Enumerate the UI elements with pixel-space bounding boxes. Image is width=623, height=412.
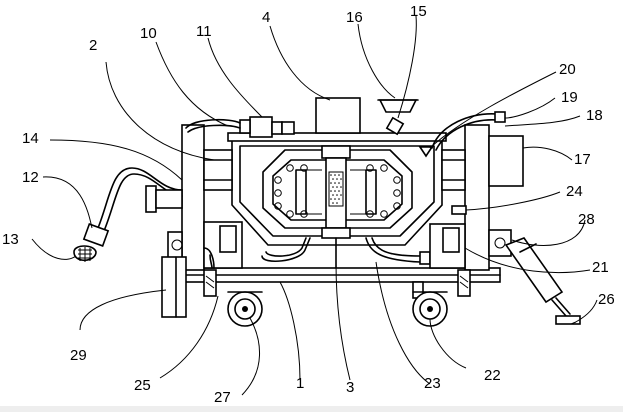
label-12: 12 bbox=[22, 169, 39, 186]
pump-assembly bbox=[185, 116, 295, 138]
label-18: 18 bbox=[586, 107, 603, 124]
part-labels: 2 10 11 4 16 15 20 19 18 17 24 28 21 26 … bbox=[2, 3, 615, 406]
label-11: 11 bbox=[196, 23, 212, 40]
inner-drum bbox=[262, 149, 413, 229]
sensor bbox=[418, 146, 434, 158]
nozzle bbox=[385, 116, 405, 136]
hose-handle bbox=[145, 185, 183, 213]
right-bearing bbox=[441, 149, 466, 191]
label-20: 20 bbox=[559, 61, 576, 78]
label-10: 10 bbox=[140, 25, 157, 42]
left-bearing bbox=[203, 149, 233, 191]
hydraulic-cylinder bbox=[504, 237, 581, 325]
label-24: 24 bbox=[566, 183, 583, 200]
label-17: 17 bbox=[574, 151, 591, 168]
label-13: 13 bbox=[2, 231, 19, 248]
top-box bbox=[315, 97, 361, 134]
label-2: 2 bbox=[89, 37, 97, 54]
label-29: 29 bbox=[70, 347, 87, 364]
label-22: 22 bbox=[484, 367, 501, 384]
label-3: 3 bbox=[346, 379, 354, 396]
base-frame bbox=[169, 267, 501, 283]
motor bbox=[488, 135, 524, 187]
leader-lines bbox=[31, 15, 598, 396]
left-tank bbox=[203, 221, 243, 269]
spray-head bbox=[73, 245, 97, 262]
bottom-pipes bbox=[261, 237, 431, 265]
label-27: 27 bbox=[214, 389, 231, 406]
support-plate bbox=[161, 256, 187, 318]
label-21: 21 bbox=[592, 259, 609, 276]
side-bolt bbox=[451, 205, 467, 215]
hopper bbox=[377, 99, 419, 113]
left-wheel bbox=[227, 291, 263, 327]
label-25: 25 bbox=[134, 377, 151, 394]
label-23: 23 bbox=[424, 375, 441, 392]
label-4: 4 bbox=[262, 9, 270, 26]
label-26: 26 bbox=[598, 291, 615, 308]
label-19: 19 bbox=[561, 89, 578, 106]
left-column bbox=[167, 124, 205, 271]
right-pipe bbox=[431, 111, 506, 151]
right-column bbox=[464, 124, 512, 271]
label-28: 28 bbox=[578, 211, 595, 228]
label-15: 15 bbox=[410, 3, 427, 20]
label-14: 14 bbox=[22, 130, 39, 147]
central-shaft bbox=[321, 145, 351, 269]
right-tank bbox=[429, 223, 466, 269]
label-1: 1 bbox=[296, 375, 304, 392]
label-16: 16 bbox=[346, 9, 363, 26]
bottom-edge bbox=[0, 406, 623, 412]
